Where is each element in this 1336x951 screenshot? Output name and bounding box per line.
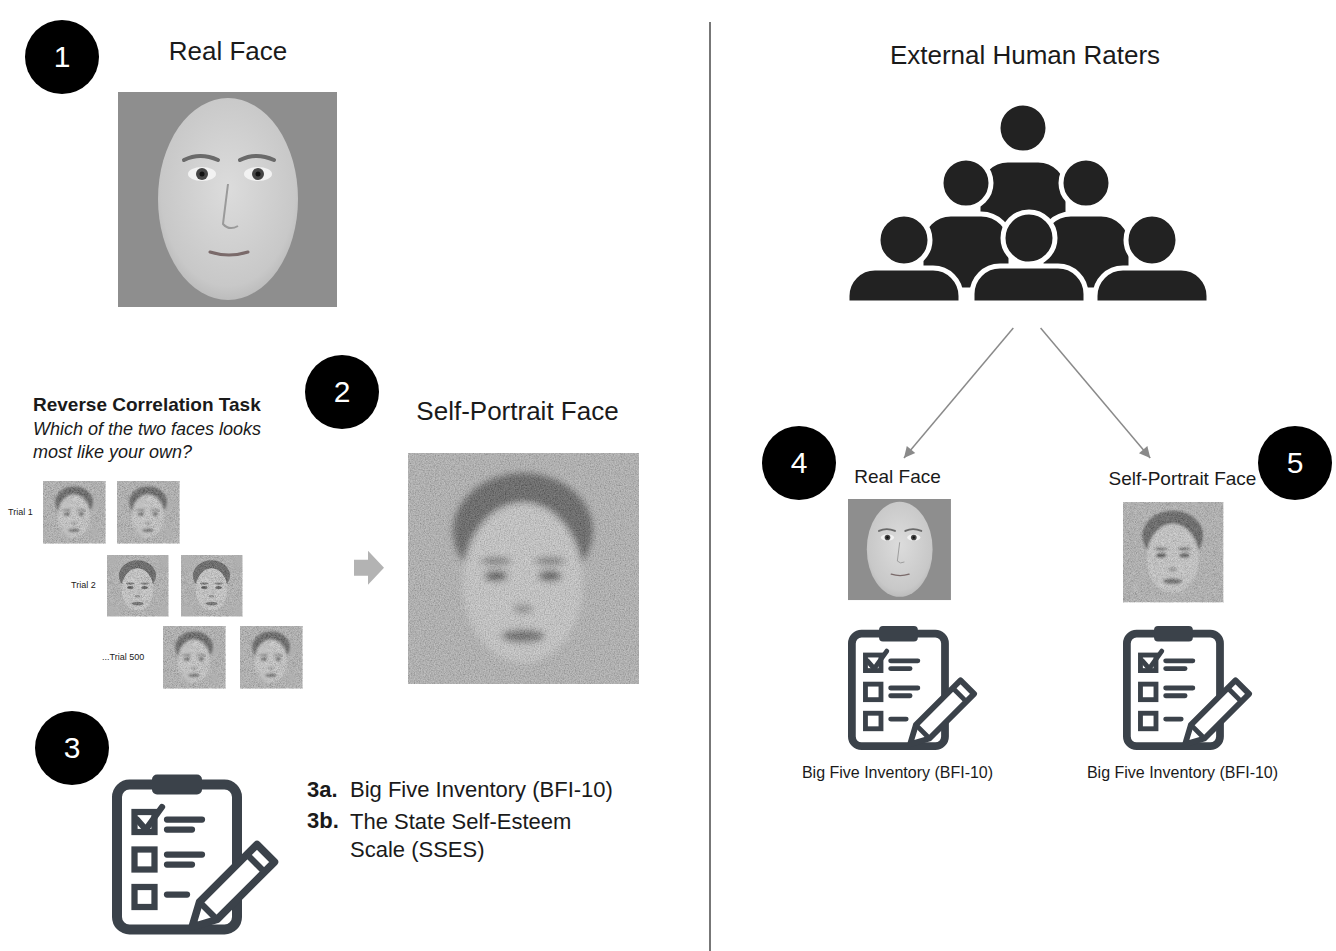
image-panel: Real Face (118, 30, 338, 308)
callout-disc (305, 355, 379, 429)
callout-number: 4 (761, 425, 837, 501)
callout-circle: 4 (761, 425, 837, 501)
block-arrow (354, 551, 384, 585)
group-title: External Human Raters (830, 40, 1220, 71)
panel-title: Real Face (118, 36, 338, 67)
connector-arrow (904, 328, 1013, 458)
image-panel: Self-Portrait Face (390, 392, 645, 687)
item-number: 3b. (307, 808, 339, 834)
block-arrow-shape (354, 551, 384, 585)
questionnaire-caption: Big Five Inventory (BFI-10) (790, 763, 1005, 782)
callout-circle: 5 (1257, 425, 1333, 501)
callout-disc (25, 20, 99, 94)
self-portrait-image (1123, 502, 1223, 602)
callout-number: 1 (24, 19, 100, 95)
real-face-photo (848, 499, 951, 600)
panel-title: Real Face (790, 466, 1005, 489)
callout-disc (762, 426, 836, 500)
item-number: 3a. (307, 777, 338, 803)
trial-face (43, 481, 105, 543)
callout-disc (35, 711, 109, 785)
real-face-photo (118, 92, 337, 307)
callout-number: 3 (34, 710, 110, 786)
callout-circle: 2 (304, 354, 380, 430)
connector-line (1041, 328, 1151, 458)
clipboard-icon (852, 626, 974, 746)
rating-panel: Self-Portrait FaceBig Five Inventory (BF… (1075, 458, 1290, 786)
trial-label: Trial 1 (8, 507, 33, 518)
clipboard-icon (117, 775, 275, 930)
questionnaire-name: The State Self-Esteem Scale (SSES) (350, 808, 595, 863)
trial-label: ...Trial 500 (102, 652, 144, 663)
arrowhead (904, 446, 915, 458)
callout-number: 2 (304, 354, 380, 430)
task-panel: Reverse Correlation TaskWhich of the two… (5, 392, 350, 690)
trial-label: Trial 2 (71, 580, 96, 591)
divider-line (709, 22, 711, 951)
trial-face (163, 626, 225, 688)
trial-face (117, 481, 179, 543)
panel-title: Self-Portrait Face (390, 396, 645, 427)
connector-line (904, 328, 1013, 458)
crowd-icon (847, 103, 1209, 303)
questionnaire-caption: Big Five Inventory (BFI-10) (1075, 763, 1290, 782)
task-title: Reverse Correlation Task (33, 394, 323, 417)
rating-panel: Real FaceBig Five Inventory (BFI-10) (790, 458, 1005, 786)
questionnaire-name: Big Five Inventory (BFI-10) (350, 777, 690, 803)
trial-face (107, 555, 168, 616)
callout-circle: 3 (34, 710, 110, 786)
rater-group: External Human Raters (830, 38, 1220, 328)
trial-face (181, 555, 242, 616)
self-portrait-image (408, 453, 639, 684)
task-question: Which of the two faces looks most like y… (33, 418, 305, 465)
callout-circle: 1 (24, 19, 100, 95)
callout-disc (1258, 426, 1332, 500)
clipboard-icon (1127, 626, 1249, 746)
callout-number: 5 (1257, 425, 1333, 501)
arrowhead (1139, 446, 1150, 458)
connector-arrow (1041, 328, 1151, 458)
trial-face (240, 626, 302, 688)
panel-title: Self-Portrait Face (1075, 468, 1290, 491)
